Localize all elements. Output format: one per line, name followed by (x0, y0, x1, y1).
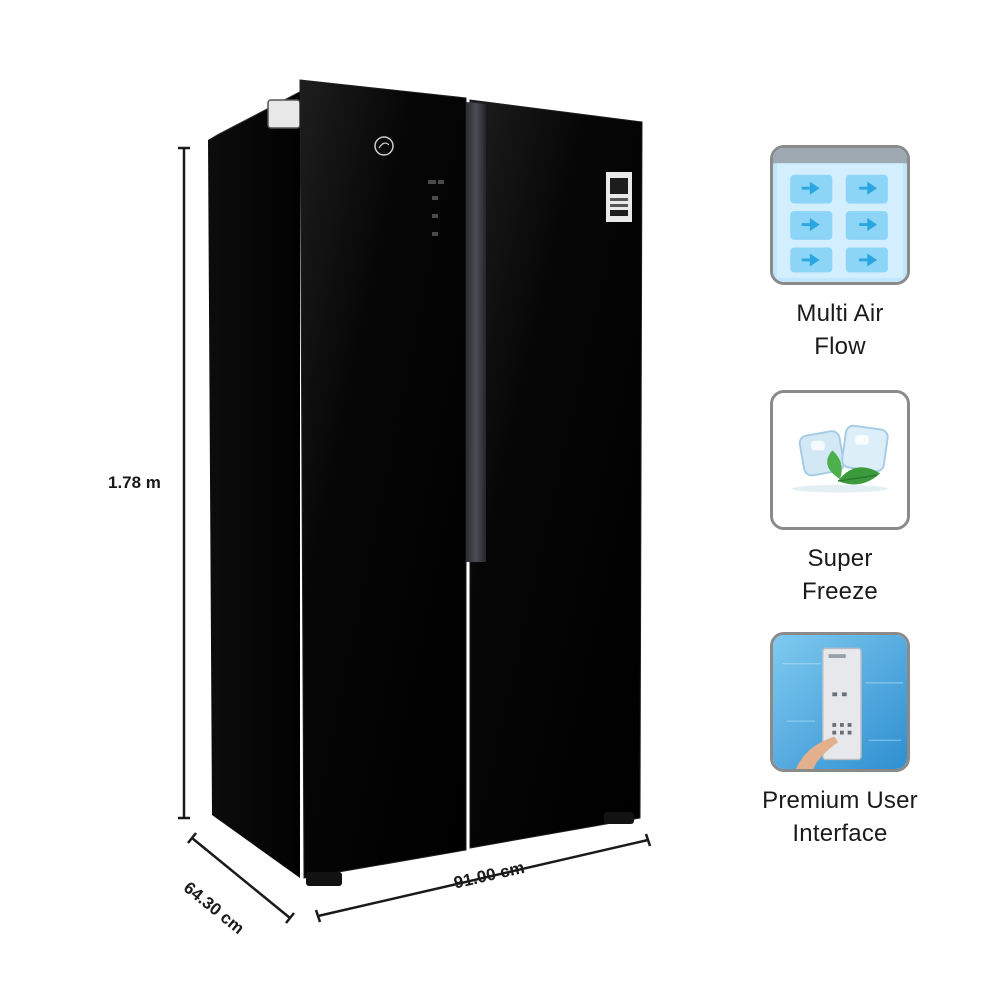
fridge-side-panel (208, 92, 300, 878)
feature-caption: Premium User Interface (762, 787, 918, 847)
ice-cubes-icon (770, 390, 910, 530)
top-hinge (267, 99, 301, 129)
fridge-foot-right (604, 812, 634, 824)
brand-logo-icon (374, 136, 394, 156)
air-flow-icon (770, 145, 910, 285)
feature-caption: Super Freeze (802, 545, 878, 605)
fridge-foot-left (306, 872, 342, 886)
height-label: 1.78 m (108, 473, 161, 492)
feature-super-freeze: Super Freeze (740, 390, 940, 608)
door-handle (466, 102, 486, 562)
width-dimension-line (314, 833, 652, 923)
energy-label-sticker (606, 172, 632, 222)
feature-caption: Multi Air Flow (796, 300, 884, 360)
height-dimension-line (178, 146, 190, 820)
touch-panel-icon (770, 632, 910, 772)
feature-premium-user-interface: Premium User Interface (740, 632, 940, 850)
fridge-right-door (469, 99, 643, 849)
fridge-left-door (299, 79, 467, 879)
depth-dimension-line (187, 832, 295, 924)
control-panel (428, 180, 444, 236)
feature-multi-air-flow: Multi Air Flow (740, 145, 940, 363)
